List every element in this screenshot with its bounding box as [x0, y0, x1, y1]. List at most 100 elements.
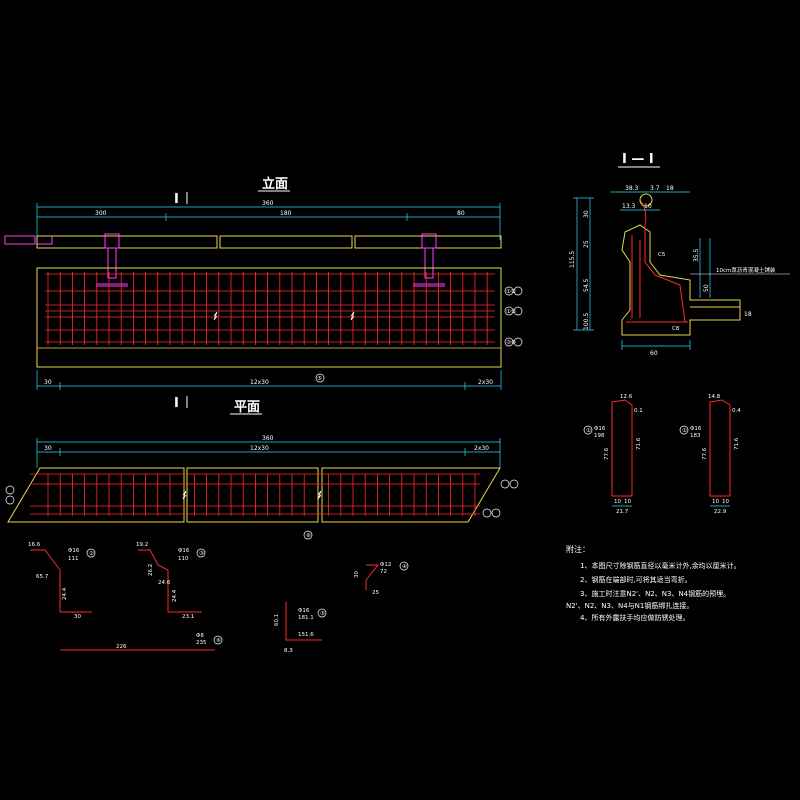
svg-text:19.2: 19.2	[136, 542, 148, 548]
section-mark-bottom: I	[174, 396, 179, 411]
detail-bar-3: 19.2 26.2 24.6 24.4 23.1 Φ16 110 ③	[136, 542, 206, 620]
svg-text:24.4: 24.4	[172, 589, 178, 602]
plan-markers	[5, 479, 519, 540]
svg-text:235: 235	[196, 640, 207, 646]
svg-text:22.9: 22.9	[714, 509, 727, 515]
plan-outline	[7, 467, 501, 523]
sec-dim-d: 100.5	[583, 313, 590, 330]
svg-text:72: 72	[380, 569, 387, 575]
post-left	[96, 233, 128, 287]
dim-bottom-left: 30	[44, 379, 52, 386]
sec-dim-bottom: 60	[650, 350, 658, 357]
sec-dim-r1: 35.5	[693, 248, 700, 262]
svg-text:①: ①	[586, 428, 591, 434]
sec-dim-a: 30	[583, 210, 590, 218]
detail-bar-4: 30 25 Φ12 72 ④	[354, 561, 409, 596]
svg-text:Φ16: Φ16	[68, 548, 80, 554]
svg-text:Φ12: Φ12	[380, 562, 391, 568]
note-line-3: 3、施工时注意N2'、N2、N3、N4钢筋的预埋。	[580, 589, 730, 598]
svg-text:30: 30	[74, 614, 81, 620]
marker-a: ①②	[506, 288, 516, 295]
svg-text:②: ②	[89, 550, 94, 557]
svg-text:21.7: 21.7	[616, 509, 629, 515]
plan-dims	[36, 438, 501, 468]
plan-title: 平面	[234, 400, 260, 415]
sec-dim-b: 25	[583, 240, 590, 248]
elevation-view: 立面 I 360 300 180 80	[4, 176, 523, 411]
bar-2: ① Φ16 183 14.8 0.4 77.6 71.6 10 10 22.9	[679, 394, 741, 515]
section-view: I — I 38.3 3.7 18 13.3	[569, 152, 790, 515]
svg-text:24.6: 24.6	[158, 580, 171, 586]
plan-dim-mid: 12x30	[250, 445, 269, 452]
svg-text:Φ16: Φ16	[690, 426, 702, 432]
svg-text:110: 110	[178, 556, 189, 562]
svg-text:Φ16: Φ16	[178, 548, 190, 554]
svg-text:0.4: 0.4	[732, 408, 741, 414]
note-line-4: N2'、N2、N3、N4与N1钢筋绑扎连接。	[566, 601, 693, 610]
sec-dim-3: 18	[666, 185, 674, 192]
plan-marker-e: ⑥	[306, 533, 311, 539]
plan-dim-left: 30	[44, 445, 52, 452]
svg-text:77.6: 77.6	[702, 447, 708, 460]
svg-text:①: ①	[682, 428, 687, 434]
sec-deck-label: 10cm厚沥青混凝土铺装	[716, 266, 776, 274]
svg-text:183: 183	[690, 433, 701, 439]
detail-bars: 16.6 65.7 24.4 30 Φ16 111 ② 19.2 26.2 24…	[28, 542, 409, 654]
sec-deck-h: 18	[744, 311, 752, 318]
svg-text:71.6: 71.6	[734, 437, 740, 450]
marker-b: ①②	[506, 308, 516, 315]
sec-dim-total: 115.5	[569, 251, 576, 268]
svg-text:71.6: 71.6	[636, 437, 642, 450]
dim-seg1: 300	[95, 210, 107, 217]
notes: 附注： 1、本图尺寸除钢筋直径以毫米计外,余均以厘米计。 2、钢筋在端部时,可将…	[566, 544, 741, 622]
svg-text:0.1: 0.1	[634, 408, 643, 414]
sec-dim-c: 54.5	[583, 278, 590, 292]
notes-heading: 附注：	[566, 544, 590, 554]
plan-dim-right: 2x30	[474, 445, 489, 452]
svg-text:10: 10	[712, 499, 719, 505]
plan-view: 平面 360 30 12x30 2x30 ⑥	[5, 400, 519, 540]
detail-bar-6: 226 Φ8 235 ⑥	[60, 633, 223, 651]
svg-text:Φ16: Φ16	[298, 608, 310, 614]
svg-text:10: 10	[722, 499, 729, 505]
marker-d: ⑤	[317, 376, 322, 382]
elevation-top-dims	[36, 203, 501, 240]
handrail	[4, 235, 502, 249]
svg-text:14.8: 14.8	[708, 394, 721, 400]
svg-text:151.6: 151.6	[298, 632, 314, 638]
svg-text:23.1: 23.1	[182, 614, 194, 620]
svg-text:⑥: ⑥	[216, 638, 221, 644]
svg-text:10: 10	[614, 499, 621, 505]
svg-text:181.1: 181.1	[298, 615, 314, 621]
svg-text:60.1: 60.1	[274, 614, 280, 626]
section-dims	[573, 191, 711, 350]
svg-text:111: 111	[68, 556, 79, 562]
elevation-rebar	[45, 272, 495, 345]
elevation-bottom-dims	[36, 370, 502, 390]
svg-text:10: 10	[624, 499, 631, 505]
detail-bar-5: 60.1 151.6 8.3 Φ16 181.1 ⑤	[274, 602, 327, 654]
svg-text:198: 198	[594, 433, 605, 439]
svg-text:26.2: 26.2	[148, 564, 154, 576]
elevation-title: 立面	[262, 176, 288, 192]
section-pipe	[639, 193, 653, 207]
note-line-5: 4、所有外露扶手均应做防锈处理。	[580, 613, 689, 622]
dim-total: 360	[262, 200, 274, 207]
svg-text:16.6: 16.6	[28, 542, 41, 548]
svg-text:8.3: 8.3	[284, 648, 293, 654]
dim-bottom-right: 2x30	[478, 379, 493, 386]
svg-text:Φ16: Φ16	[594, 426, 606, 432]
svg-text:⑤: ⑤	[320, 611, 325, 617]
section-outline	[621, 224, 741, 336]
section-rebar	[626, 199, 688, 323]
dim-seg2: 180	[280, 210, 292, 217]
post-right	[413, 233, 445, 287]
detail-bar-2: 16.6 65.7 24.4 30 Φ16 111 ②	[28, 542, 96, 620]
marker-c: ③④	[506, 340, 516, 346]
svg-text:25: 25	[372, 590, 379, 596]
bar-1: ① Φ16 198 12.6 0.1 77.6 71.6 10 10 21.7	[583, 394, 643, 515]
plan-rebar	[30, 473, 480, 516]
plan-dim-total: 360	[262, 435, 274, 442]
section-title: I — I	[622, 152, 654, 167]
